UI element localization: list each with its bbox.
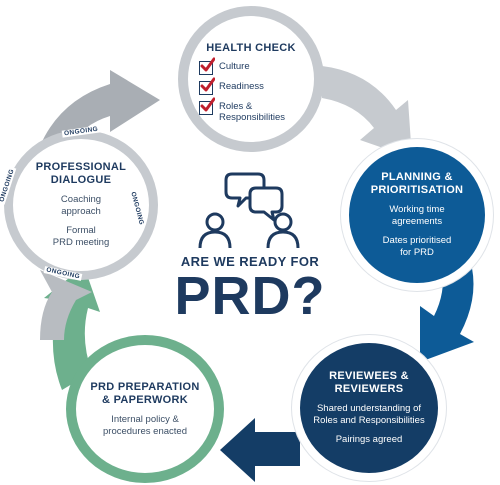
cycle-arrow-icon xyxy=(40,270,92,340)
checkmark-icon xyxy=(199,97,215,115)
dialogue-title: DIALOGUE xyxy=(50,174,112,186)
checkmark-icon xyxy=(199,57,215,75)
reviewees-title: REVIEWERS xyxy=(334,383,404,395)
reviewees-text: Roles and Responsibilities xyxy=(313,415,425,426)
preparation-node: PRD PREPARATION & PAPERWORK Internal pol… xyxy=(66,335,224,483)
cycle-arrow-icon xyxy=(322,66,412,158)
center-question: ARE WE READY FOR xyxy=(180,254,320,269)
center-heading: ARE WE READY FOR PRD? xyxy=(160,170,340,330)
preparation-title: & PAPERWORK xyxy=(101,393,188,406)
health-check-title: HEALTH CHECK xyxy=(206,42,296,54)
reviewees-title: REVIEWEES & xyxy=(329,370,409,382)
planning-text: agreements xyxy=(391,216,443,227)
health-check-node: HEALTH CHECK Culture Readiness Roles &Re… xyxy=(178,6,324,152)
checklist-item: Readiness xyxy=(199,77,303,95)
cycle-arrow-icon xyxy=(220,418,300,482)
planning-text: for PRD xyxy=(400,247,434,258)
dialogue-text: Coaching xyxy=(60,194,102,205)
checkmark-icon xyxy=(199,77,215,95)
checklist-item: Culture xyxy=(199,57,303,75)
preparation-text: Internal policy & xyxy=(111,413,179,425)
speech-bubbles-icon xyxy=(224,172,284,222)
planning-title: PLANNING & xyxy=(381,171,453,183)
reviewees-text: Pairings agreed xyxy=(335,434,403,445)
dialogue-text: PRD meeting xyxy=(52,237,110,248)
center-headline: PRD? xyxy=(174,266,326,326)
checklist-label: Readiness xyxy=(219,81,264,92)
dialogue-text: approach xyxy=(61,206,101,217)
checklist-label: Culture xyxy=(219,61,250,72)
planning-text: Dates prioritised xyxy=(382,235,452,246)
planning-title: PRIORITISATION xyxy=(370,184,464,196)
dialogue-title: PROFESSIONAL xyxy=(35,161,127,173)
cycle-arrow-icon xyxy=(420,268,474,362)
planning-text: Working time xyxy=(389,204,445,215)
preparation-title: PRD PREPARATION xyxy=(90,380,200,393)
reviewees-text: Shared understanding of xyxy=(316,403,422,414)
dialogue-text: Formal xyxy=(66,225,96,236)
checklist-item: Roles &Responsibilities xyxy=(199,97,303,123)
planning-node: PLANNING & PRIORITISATION Working time a… xyxy=(341,139,493,291)
checklist-label: Roles &Responsibilities xyxy=(219,101,286,123)
preparation-text: procedures enacted xyxy=(103,425,187,437)
people-icon xyxy=(198,212,300,249)
reviewees-node: REVIEWEES & REVIEWERS Shared understandi… xyxy=(292,335,446,481)
